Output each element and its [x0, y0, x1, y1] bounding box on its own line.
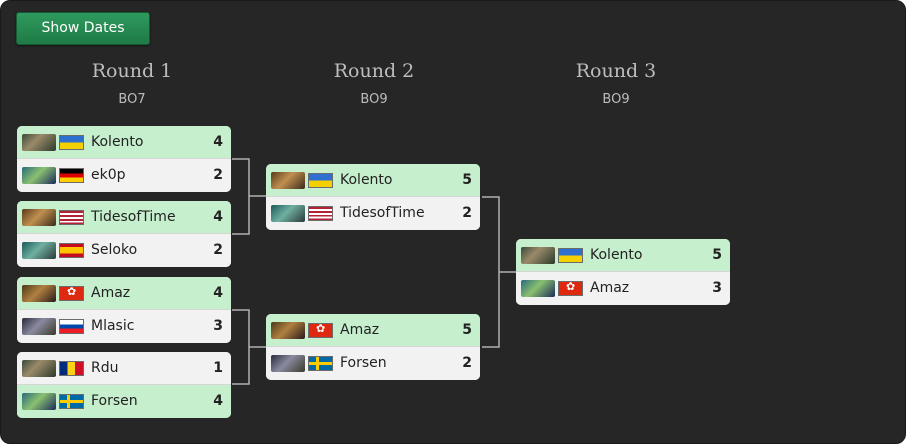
hero-portrait-icon — [271, 355, 305, 372]
player-row[interactable]: Forsen 2 — [266, 347, 480, 380]
player-name: Kolento — [91, 134, 144, 150]
round-1-format: BO7 — [118, 92, 146, 107]
country-flag-icon — [59, 210, 84, 225]
hero-portrait-icon — [271, 322, 305, 339]
player-name: TidesofTime — [91, 209, 176, 225]
player-row[interactable]: Rdu 1 — [17, 352, 231, 385]
hero-portrait-icon — [22, 285, 56, 302]
hero-portrait-icon — [22, 393, 56, 410]
round-3-title: Round 3 — [575, 60, 657, 82]
country-flag-icon — [59, 319, 84, 334]
match-box-round3: Kolento 5 ✿ Amaz 3 — [516, 239, 730, 305]
player-row[interactable]: TidesofTime 4 — [17, 201, 231, 234]
country-flag-icon — [308, 206, 333, 221]
player-name: Seloko — [91, 242, 138, 258]
player-score: 3 — [712, 280, 722, 296]
country-flag-icon — [59, 135, 84, 150]
hero-portrait-icon — [22, 167, 56, 184]
round-3-format: BO9 — [602, 92, 630, 107]
round-2-format: BO9 — [360, 92, 388, 107]
player-name: ek0p — [91, 167, 126, 183]
player-row[interactable]: ✿ Amaz 5 — [266, 314, 480, 347]
connector-r1-m1-m2 — [232, 158, 267, 235]
player-name: Amaz — [340, 322, 380, 338]
player-name: Forsen — [340, 355, 387, 371]
hero-portrait-icon — [22, 360, 56, 377]
hero-portrait-icon — [521, 280, 555, 297]
connector-r2-m1-m2 — [482, 196, 517, 348]
player-score: 2 — [462, 355, 472, 371]
hero-portrait-icon — [521, 247, 555, 264]
player-score: 5 — [462, 172, 472, 188]
hero-portrait-icon — [271, 172, 305, 189]
player-row[interactable]: Kolento 5 — [266, 164, 480, 197]
player-row[interactable]: Forsen 4 — [17, 385, 231, 418]
player-name: Rdu — [91, 360, 119, 376]
player-score: 2 — [213, 242, 223, 258]
player-score: 1 — [213, 360, 223, 376]
round-1-title: Round 1 — [91, 60, 173, 82]
player-name: Kolento — [340, 172, 393, 188]
country-flag-icon — [59, 361, 84, 376]
player-row[interactable]: Mlasic 3 — [17, 310, 231, 343]
player-score: 5 — [712, 247, 722, 263]
player-row[interactable]: ✿ Amaz 3 — [516, 272, 730, 305]
player-score: 2 — [462, 205, 472, 221]
player-row[interactable]: ek0p 2 — [17, 159, 231, 192]
player-name: Forsen — [91, 393, 138, 409]
country-flag-icon: ✿ — [59, 285, 84, 301]
player-score: 5 — [462, 322, 472, 338]
country-flag-icon — [308, 356, 333, 371]
player-score: 2 — [213, 167, 223, 183]
player-row[interactable]: Seloko 2 — [17, 234, 231, 267]
player-name: Mlasic — [91, 318, 135, 334]
match-box-round1: Kolento 4 ek0p 2 — [17, 126, 231, 192]
player-row[interactable]: Kolento 5 — [516, 239, 730, 272]
connector-r1-m3-m4 — [232, 309, 267, 385]
country-flag-icon: ✿ — [558, 280, 583, 296]
player-score: 3 — [213, 318, 223, 334]
country-flag-icon — [558, 248, 583, 263]
round-2-title: Round 2 — [333, 60, 415, 82]
country-flag-icon — [59, 168, 84, 183]
player-row[interactable]: ✿ Amaz 4 — [17, 277, 231, 310]
player-score: 4 — [213, 134, 223, 150]
hero-portrait-icon — [271, 205, 305, 222]
hero-portrait-icon — [22, 242, 56, 259]
hero-portrait-icon — [22, 318, 56, 335]
player-name: Kolento — [590, 247, 643, 263]
hero-portrait-icon — [22, 209, 56, 226]
country-flag-icon — [308, 173, 333, 188]
country-flag-icon — [59, 243, 84, 258]
show-dates-button[interactable]: Show Dates — [16, 12, 150, 45]
player-name: TidesofTime — [340, 205, 425, 221]
country-flag-icon: ✿ — [308, 322, 333, 338]
player-score: 4 — [213, 209, 223, 225]
country-flag-icon — [59, 394, 84, 409]
player-score: 4 — [213, 393, 223, 409]
player-score: 4 — [213, 285, 223, 301]
player-row[interactable]: Kolento 4 — [17, 126, 231, 159]
hero-portrait-icon — [22, 134, 56, 151]
player-name: Amaz — [91, 285, 131, 301]
player-row[interactable]: TidesofTime 2 — [266, 197, 480, 230]
player-name: Amaz — [590, 280, 630, 296]
